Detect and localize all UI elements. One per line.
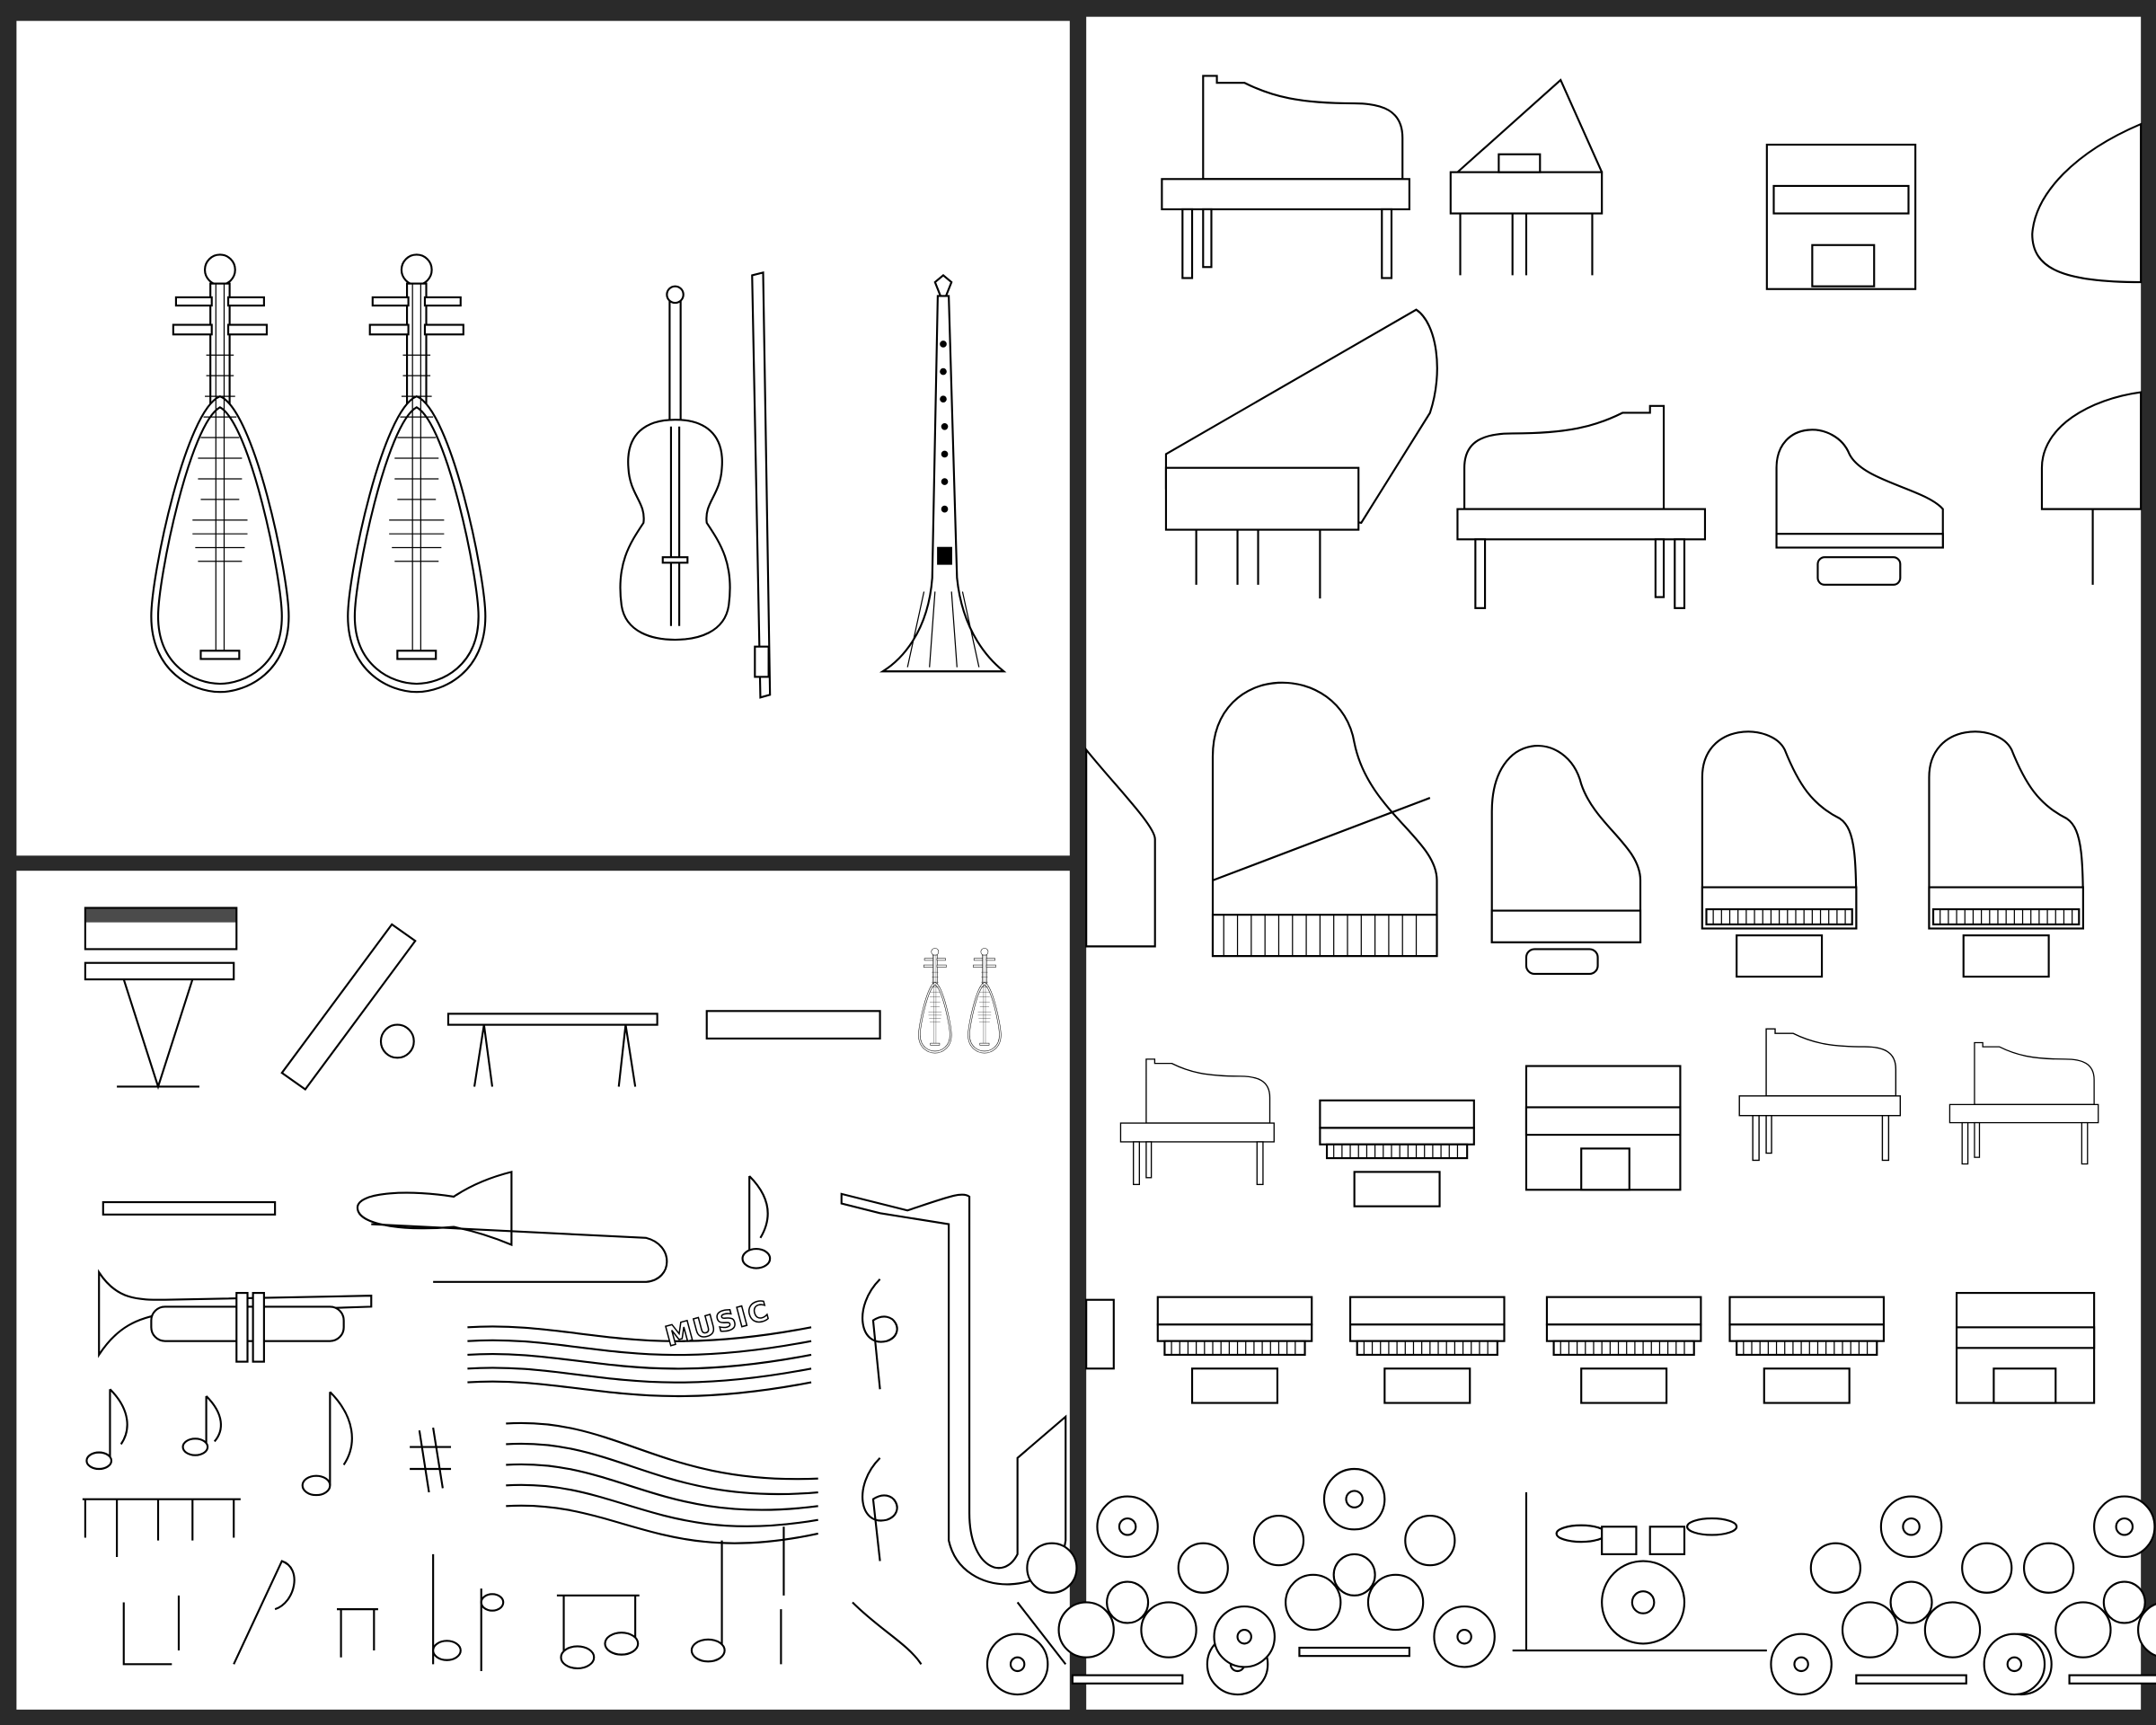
upright-piano-partial bbox=[1085, 1298, 1115, 1370]
drum-kit-front bbox=[1512, 1492, 1767, 1652]
suona bbox=[879, 274, 1007, 673]
upright-piano-front bbox=[1765, 143, 1917, 290]
grand-piano-top-small bbox=[1775, 429, 1944, 586]
grand-piano-partial bbox=[2031, 122, 2143, 284]
guzheng bbox=[280, 923, 417, 1092]
grand-piano-top-large bbox=[1211, 681, 1438, 958]
guqin bbox=[705, 1010, 881, 1039]
grand-piano-top-partial bbox=[1085, 747, 1156, 948]
recorder bbox=[102, 1200, 277, 1216]
panel-pianos-and-drum-kits bbox=[985, 16, 2156, 1710]
panel-chinese-and-string-instruments bbox=[16, 21, 1070, 856]
grand-piano-3d bbox=[1164, 308, 1438, 599]
music-notes bbox=[82, 1175, 1067, 1671]
grand-piano-open-lid bbox=[1449, 78, 1604, 276]
upright-piano-front-2 bbox=[1955, 1292, 2096, 1404]
instrument-stand bbox=[446, 1013, 658, 1087]
upright-piano-with-bench bbox=[1524, 1065, 1682, 1191]
violin-bow bbox=[751, 271, 772, 699]
music-staff-bottom bbox=[506, 1421, 818, 1544]
electronic-keyboard bbox=[84, 907, 238, 1091]
trumpet bbox=[98, 1269, 373, 1363]
saxophone bbox=[840, 1192, 1067, 1586]
grand-piano-partial-right bbox=[2040, 391, 2143, 585]
panel-instruments-and-music-notes: MUSIC bbox=[16, 871, 1070, 1710]
trombone bbox=[356, 1171, 668, 1283]
violin bbox=[619, 285, 731, 641]
grand-piano-top-plain bbox=[1490, 745, 1642, 976]
